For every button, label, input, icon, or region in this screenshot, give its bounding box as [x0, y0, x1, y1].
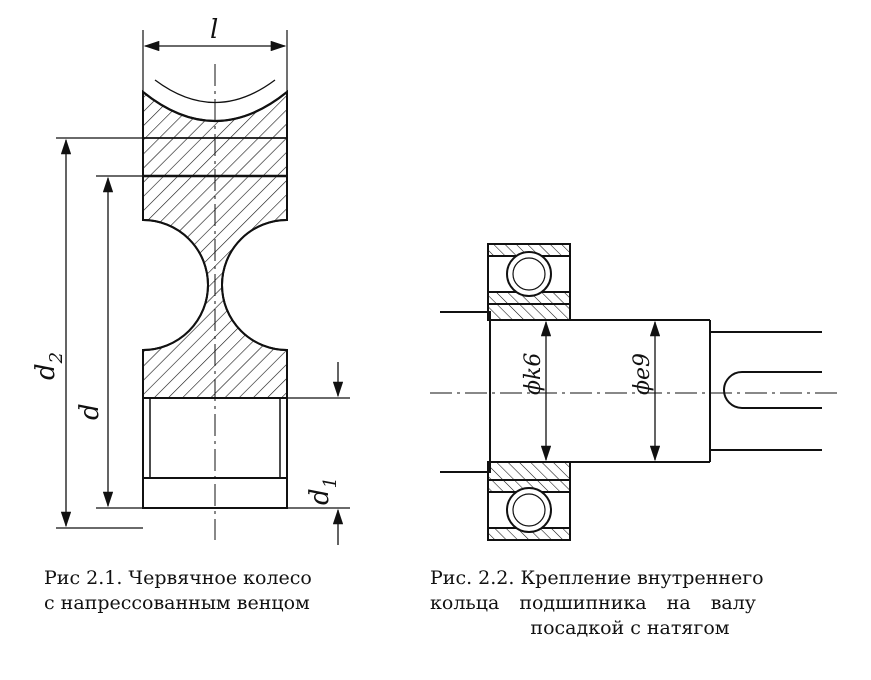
figure1-caption-line2: с напрессованным венцом	[44, 592, 310, 614]
figure1-caption-line1: Рис 2.1. Червячное колесо	[44, 567, 312, 589]
svg-text:d1: d1	[305, 477, 341, 505]
label-k6: ϕk6	[521, 353, 546, 395]
figure2-caption-line3: посадкой с натягом	[530, 617, 730, 639]
label-d1-sub: 1	[320, 477, 341, 488]
label-k6-text: ϕk6	[521, 353, 546, 395]
figure2-caption-line2: кольца подшипника на валу	[430, 592, 756, 614]
worm-wheel-drawing	[56, 30, 350, 545]
inner-ring-bottom	[487, 461, 571, 481]
figure1-caption: Рис 2.1. Червячное колесо с напрессованн…	[44, 566, 374, 616]
figure2-caption: Рис. 2.2. Крепление внутреннего кольца п…	[430, 566, 830, 641]
right-recess	[221, 219, 288, 351]
label-e9-text: ϕe9	[630, 353, 655, 395]
label-l: l	[210, 15, 218, 45]
technical-drawings: l d2 d d1	[31, 15, 840, 545]
label-d1: d1	[305, 477, 341, 505]
label-d2-sub: 2	[46, 352, 67, 364]
label-d: d	[75, 403, 105, 420]
label-d2: d2	[31, 352, 67, 380]
label-d-main: d	[75, 403, 105, 420]
left-recess	[142, 219, 209, 351]
label-e9: ϕe9	[630, 353, 655, 395]
inner-ring-top	[487, 303, 571, 321]
bearing-shaft-drawing	[430, 243, 840, 541]
label-d1-main: d	[305, 488, 335, 505]
svg-text:d2: d2	[31, 352, 67, 380]
label-d2-main: d	[31, 363, 61, 380]
figure2-caption-line1: Рис. 2.2. Крепление внутреннего	[430, 567, 764, 589]
shaft-left-section	[440, 311, 491, 473]
keyway	[723, 371, 822, 409]
